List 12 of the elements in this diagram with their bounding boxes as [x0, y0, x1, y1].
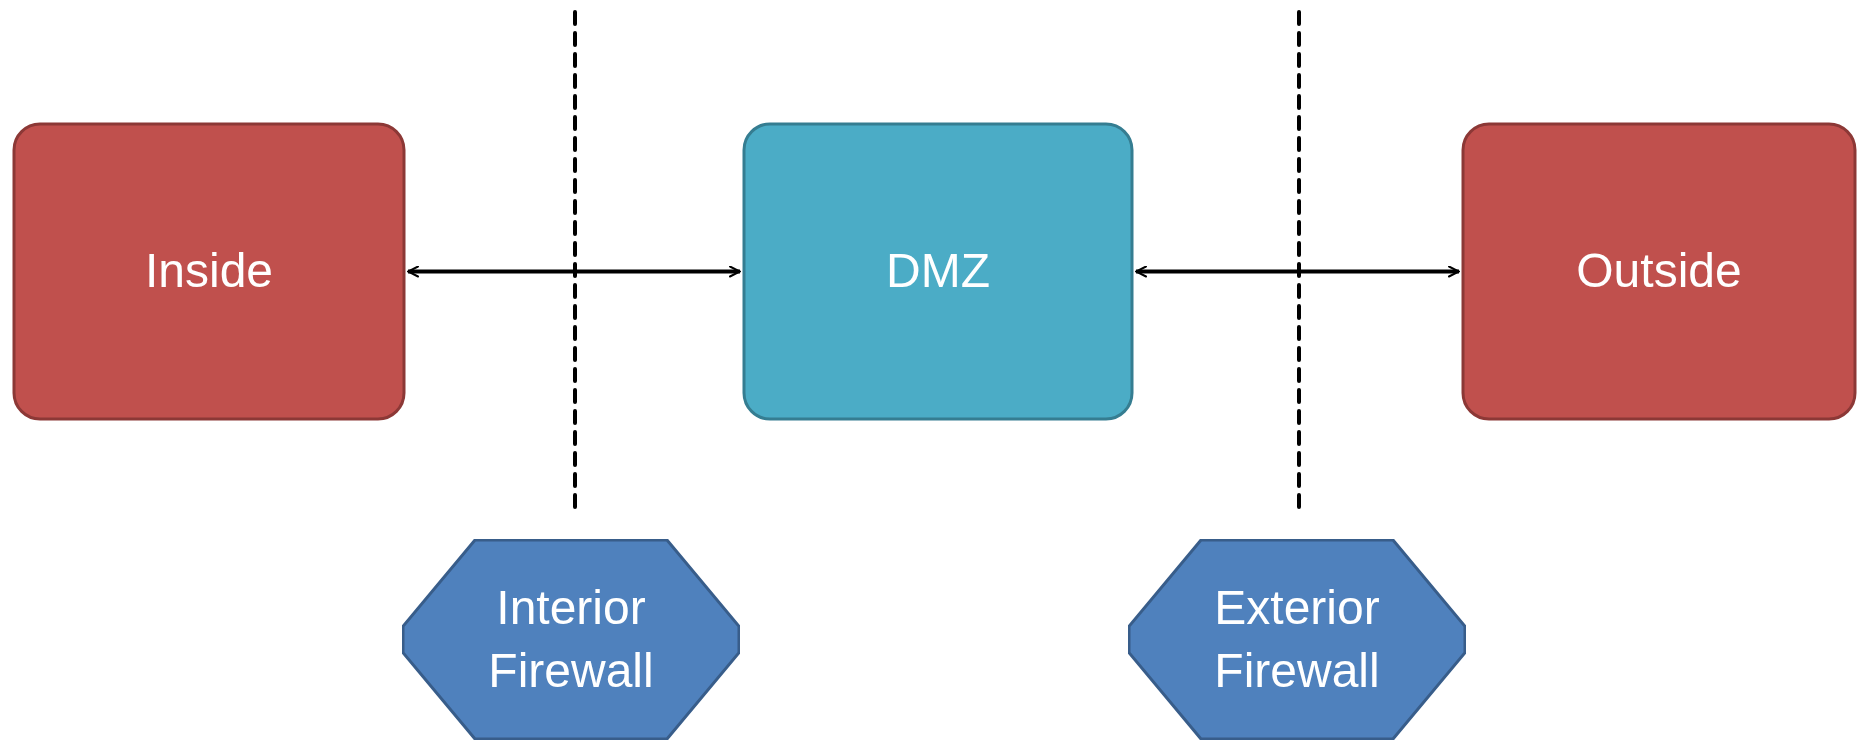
node-label: Inside [144, 243, 274, 300]
firewall-octagon [1128, 539, 1466, 740]
double-arrow [1135, 265, 1460, 278]
node-label: Exterior Firewall [1213, 580, 1381, 699]
zone-box [12, 122, 406, 421]
node-label: Outside [1576, 243, 1742, 300]
node-label: DMZ [886, 243, 990, 300]
double-arrow [407, 265, 741, 278]
node-label: Interior Firewall [487, 580, 655, 699]
firewall-octagon [402, 539, 740, 740]
zone-box [742, 122, 1134, 421]
zone-box [1461, 122, 1857, 421]
